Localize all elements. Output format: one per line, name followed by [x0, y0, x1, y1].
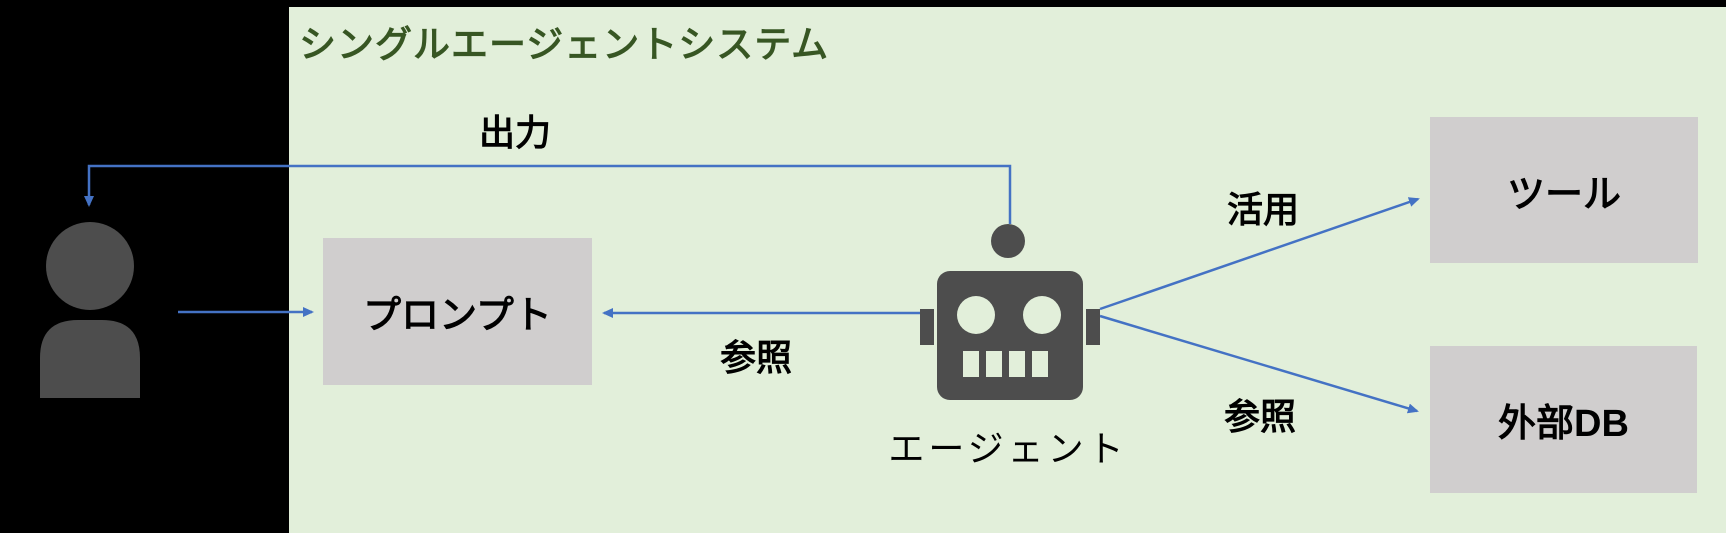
node-prompt-label: プロンプト	[363, 295, 552, 337]
node-prompt: プロンプト	[323, 238, 592, 385]
node-tool: ツール	[1430, 117, 1698, 263]
edge-label-reference-prompt: 参照	[719, 337, 793, 378]
node-tool-label: ツール	[1506, 173, 1621, 216]
edge-label-utilize: 活用	[1226, 189, 1300, 230]
edge-label-reference-db: 参照	[1223, 396, 1297, 437]
node-external-db-label: 外部DB	[1498, 403, 1629, 445]
agent-label: エージェント	[888, 428, 1128, 469]
node-external-db: 外部DB	[1430, 346, 1697, 493]
panel-title: シングルエージェントシステム	[299, 24, 830, 65]
edge-label-output: 出力	[478, 112, 552, 153]
